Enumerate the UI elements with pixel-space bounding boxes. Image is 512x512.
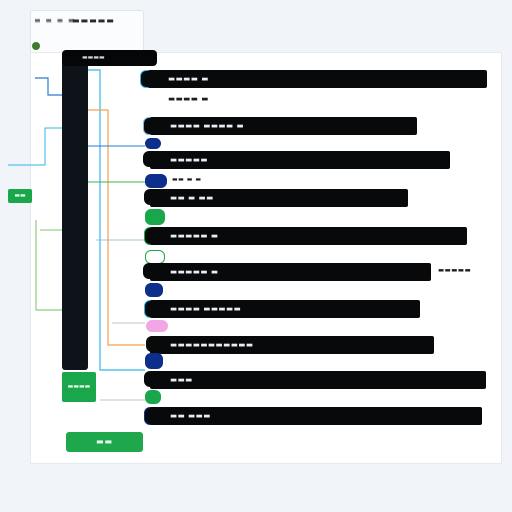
- panel-top-label: ≡ ≡ ≡ ≡: [34, 16, 76, 25]
- row-label[interactable]: ▬▬▬: [150, 371, 486, 389]
- header-box[interactable]: ▬▬▬▬: [62, 50, 157, 66]
- row-node-blue[interactable]: [145, 283, 163, 297]
- bottom-button[interactable]: ▬▬: [66, 432, 143, 452]
- row-label[interactable]: ▬▬▬▬▬: [150, 151, 450, 169]
- left-tag[interactable]: ▬▬: [8, 189, 32, 203]
- row-label[interactable]: ▬▬▬▬ ▬: [148, 70, 487, 88]
- row-label[interactable]: ▬▬▬▬ ▬▬▬▬ ▬: [150, 117, 417, 135]
- row-node-pink[interactable]: [146, 320, 168, 332]
- row-label[interactable]: ▬▬ ▬ ▬▬: [150, 189, 408, 207]
- row-label[interactable]: ▬▬▬▬ ▬: [168, 94, 209, 103]
- aside-label: ▬▬▬▬▬: [438, 266, 472, 274]
- row-label[interactable]: ▬▬▬▬▬▬▬▬▬▬▬: [150, 336, 434, 354]
- row-node-blue[interactable]: [145, 353, 163, 369]
- row-label[interactable]: ▬▬▬▬▬ ▬: [150, 227, 467, 245]
- row-node-green[interactable]: [145, 390, 161, 404]
- row-node-outline[interactable]: [145, 250, 165, 264]
- row-node-green[interactable]: [145, 209, 165, 225]
- row-label[interactable]: ▬▬▬▬▬ ▬: [150, 263, 431, 281]
- status-dot-icon: [32, 42, 40, 50]
- row-label[interactable]: ▬▬ ▬▬▬: [150, 407, 482, 425]
- timeline-track: [62, 52, 88, 370]
- panel-tabs[interactable]: ▬▬▬▬▬: [72, 16, 115, 25]
- row-node-blue[interactable]: [145, 138, 161, 149]
- mid-tag[interactable]: ▬▬▬▬: [62, 372, 96, 402]
- row-node-blue[interactable]: [145, 174, 167, 188]
- row-label[interactable]: ▬▬▬▬ ▬▬▬▬▬: [150, 300, 420, 318]
- row-label[interactable]: ▬▬ ▬ ▬: [172, 176, 202, 183]
